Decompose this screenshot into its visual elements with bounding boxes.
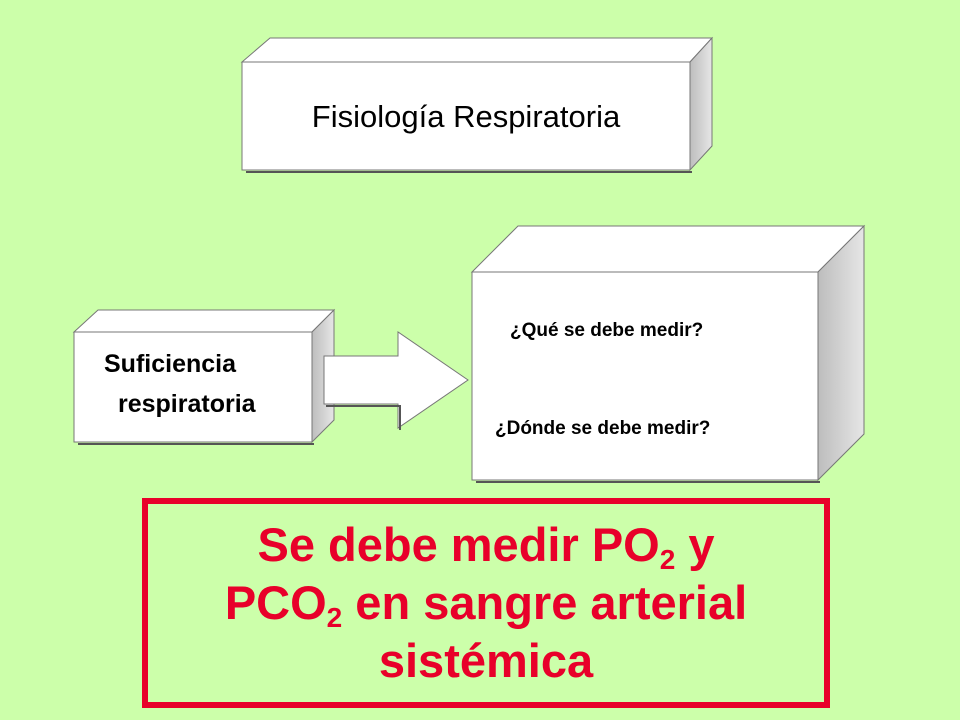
conclusion-box: Se debe medir PO2 y PCO2 en sangre arter… — [142, 498, 830, 708]
conclusion-line1: Se debe medir PO2 y — [257, 518, 715, 575]
left-box-line1: Suficiencia — [104, 350, 236, 378]
conclusion-line2: PCO2 en sangre arterial — [224, 576, 748, 633]
conclusion-line3: sistémica — [378, 634, 594, 687]
left-box — [72, 308, 336, 445]
question-where: ¿Dónde se debe medir? — [495, 418, 711, 439]
title-box — [240, 36, 714, 173]
title-label: Fisiología Respiratoria — [311, 99, 621, 134]
right-arrow — [323, 331, 469, 430]
question-what: ¿Qué se debe medir? — [510, 320, 704, 341]
left-box-line2: respiratoria — [118, 390, 256, 418]
left-box-label: Suficiencia respiratoria — [74, 332, 332, 442]
right-box — [470, 224, 866, 483]
